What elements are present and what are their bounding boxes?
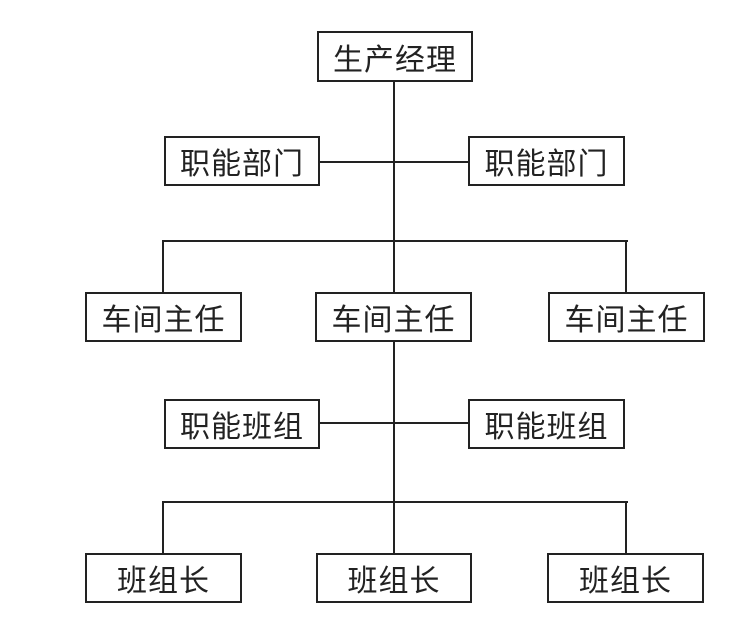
- connector-level5-horizontal: [162, 501, 628, 503]
- node-functional-team-right: 职能班组: [468, 399, 625, 449]
- node-workshop-director-right-label: 车间主任: [564, 303, 689, 338]
- node-workshop-director-left-label: 车间主任: [101, 303, 226, 338]
- connector-level5-drop-left: [162, 501, 164, 553]
- node-production-manager-label: 生产经理: [333, 42, 457, 78]
- node-team-leader-left-label: 班组长: [117, 564, 210, 599]
- node-functional-dept-right: 职能部门: [468, 136, 625, 186]
- connector-level3-horizontal: [162, 240, 628, 242]
- node-functional-team-left-label: 职能班组: [180, 410, 304, 445]
- node-functional-team-left: 职能班组: [164, 399, 320, 449]
- node-team-leader-center-label: 班组长: [347, 564, 441, 599]
- connector-level3-drop-right: [625, 240, 627, 292]
- node-functional-dept-right-label: 职能部门: [484, 147, 609, 182]
- connector-level4-horizontal: [320, 422, 468, 424]
- node-team-leader-right: 班组长: [547, 553, 704, 603]
- node-functional-team-right-label: 职能班组: [484, 410, 609, 445]
- node-functional-dept-left: 职能部门: [164, 136, 320, 186]
- connector-spine-lower: [393, 342, 395, 553]
- connector-level5-drop-right: [625, 501, 627, 553]
- connector-level2-horizontal: [320, 161, 468, 163]
- node-team-leader-left: 班组长: [85, 553, 242, 603]
- connector-level3-drop-left: [162, 240, 164, 292]
- node-team-leader-right-label: 班组长: [579, 564, 672, 599]
- node-team-leader-center: 班组长: [316, 553, 472, 603]
- connector-spine-upper: [393, 82, 395, 292]
- node-production-manager: 生产经理: [317, 31, 473, 82]
- node-functional-dept-left-label: 职能部门: [180, 147, 304, 182]
- node-workshop-director-right: 车间主任: [548, 292, 705, 342]
- node-workshop-director-center-label: 车间主任: [331, 303, 456, 338]
- node-workshop-director-left: 车间主任: [85, 292, 242, 342]
- node-workshop-director-center: 车间主任: [315, 292, 472, 342]
